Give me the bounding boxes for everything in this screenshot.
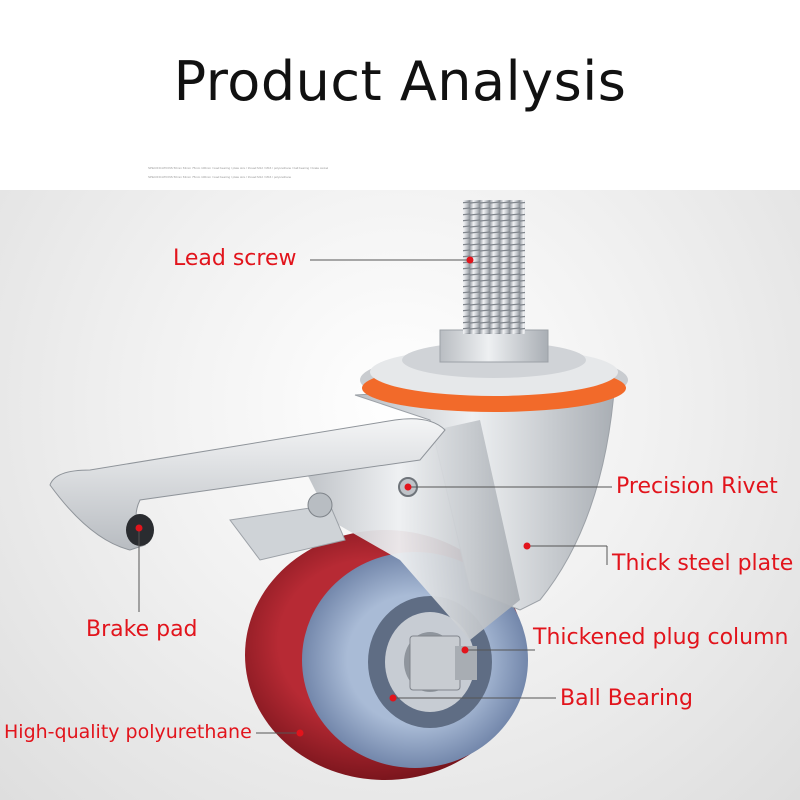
label-brake-pad: Brake pad (86, 617, 198, 642)
fine-print-line: SPECIFICATIONS 50mm 63mm 75mm 100mm / lo… (148, 175, 292, 179)
fine-print-line: SPECIFICATIONS 50mm 63mm 75mm 100mm / lo… (148, 166, 329, 170)
axle-nut (409, 635, 477, 691)
label-ball-bearing: Ball Bearing (560, 686, 693, 711)
page-title: Product Analysis (173, 50, 627, 113)
label-lead-screw: Lead screw (173, 246, 297, 271)
callout-lines (135, 256, 612, 737)
label-thick-steel-plate: Thick steel plate (612, 551, 794, 576)
header: Product Analysis SPECIFICATIONS 50mm 63m… (0, 0, 800, 190)
steel-fork (300, 379, 616, 640)
mounting-plate (360, 200, 628, 412)
label-polyurethane: High-quality polyurethane (4, 721, 252, 743)
brake-pedal (49, 418, 446, 561)
label-thickened-plug-column: Thickened plug column (533, 625, 789, 650)
label-precision-rivet: Precision Rivet (616, 474, 778, 499)
